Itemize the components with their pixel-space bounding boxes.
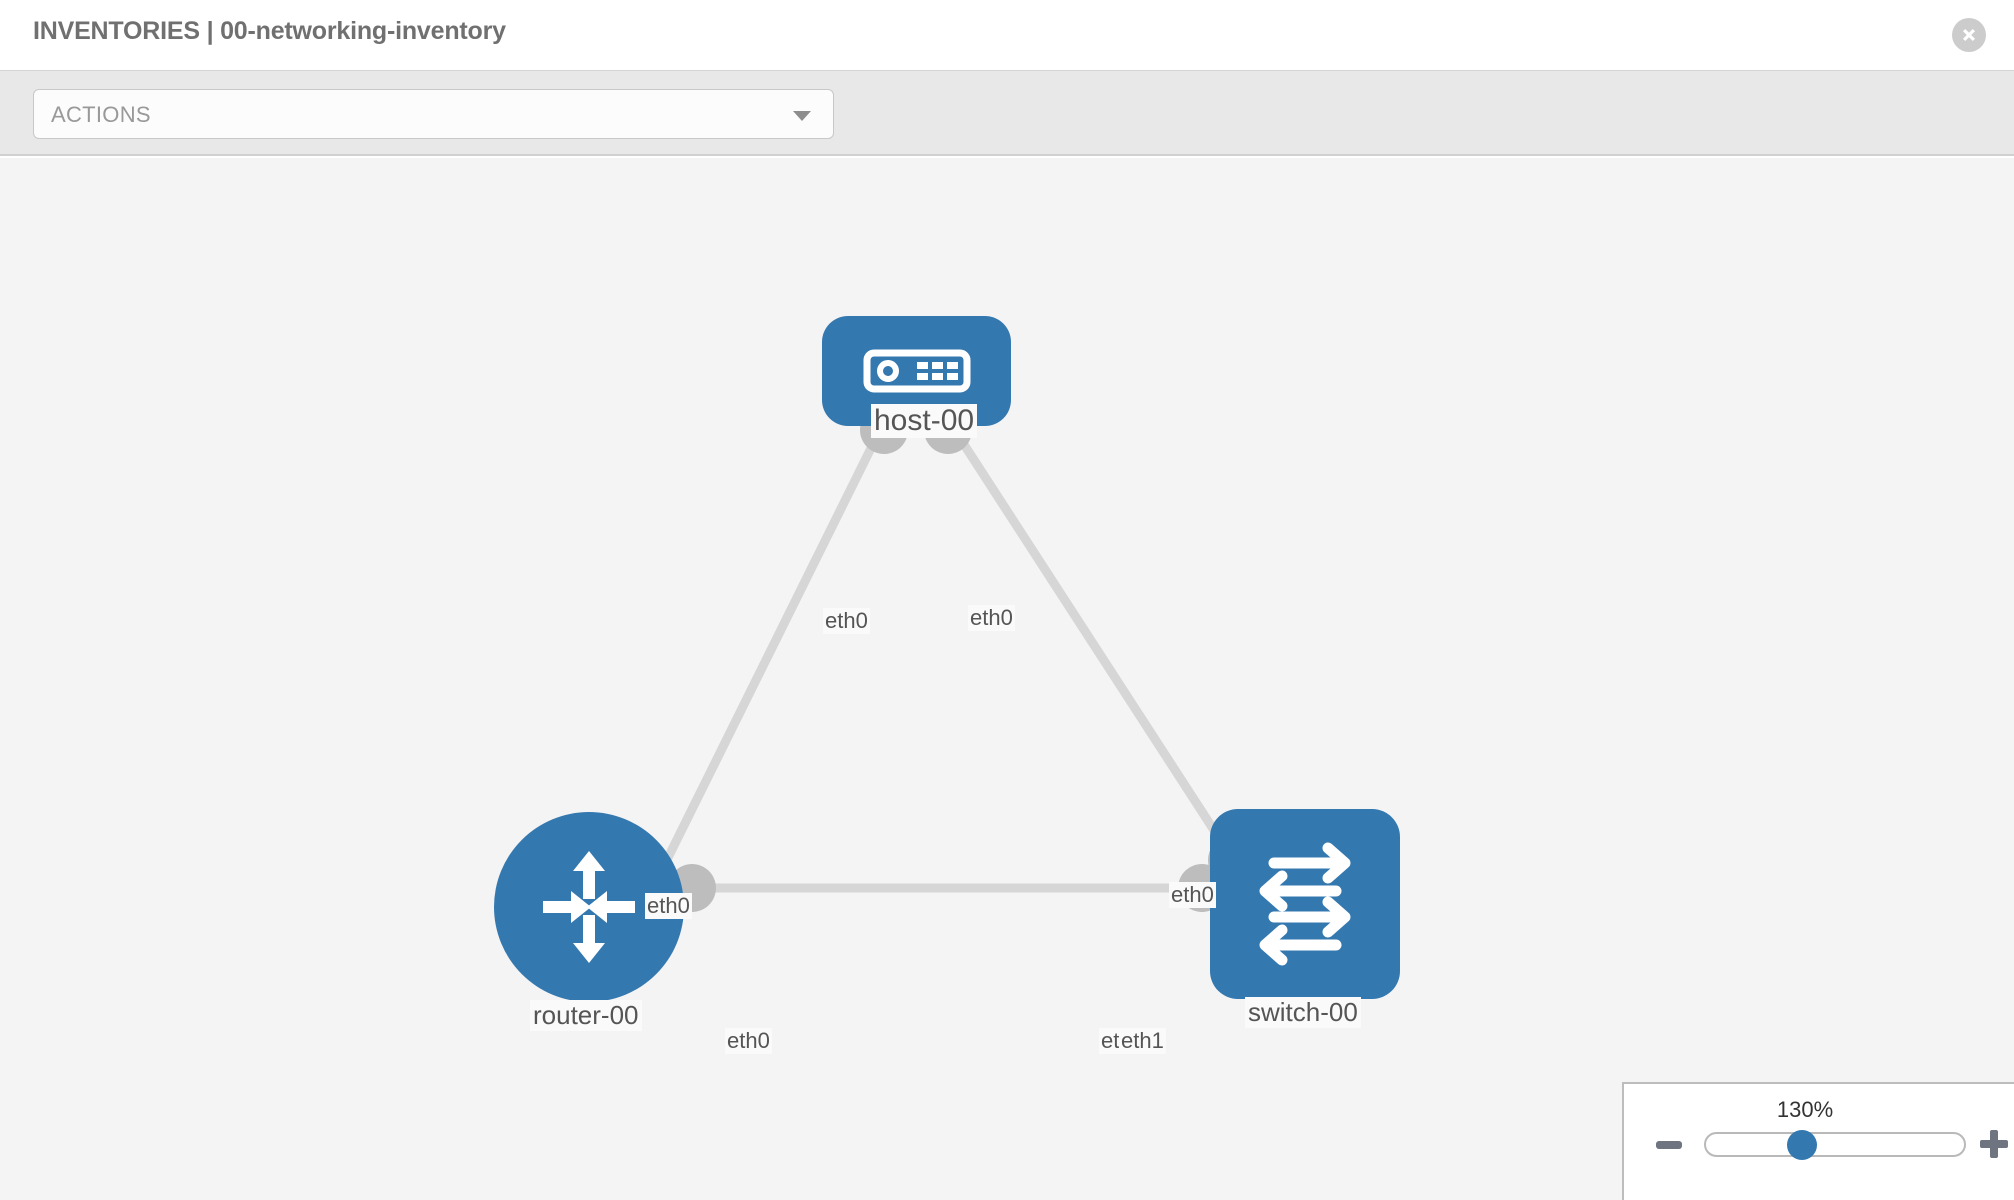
topology-canvas[interactable]: host-00 router-00 [0,158,2014,1200]
iface-label-host-left: eth0 [823,608,870,634]
actions-dropdown-label: ACTIONS [51,102,151,127]
iface-label-switch-left-b: eth1 [1119,1028,1166,1054]
zoom-level-value: 130% [1776,1097,1834,1122]
iface-label-router-right: eth0 [725,1028,772,1054]
close-icon[interactable] [1952,18,1986,52]
node-switch-00-shape[interactable] [1210,809,1400,999]
node-router-00-label: router-00 [530,1000,642,1031]
page-title: INVENTORIES | 00-networking-inventory [33,17,506,45]
page-header: INVENTORIES | 00-networking-inventory [0,0,2014,70]
actions-dropdown[interactable]: ACTIONS [33,89,834,139]
iface-label-host-right: eth0 [968,605,1015,631]
iface-label-switch-up: eth0 [1169,882,1216,908]
node-switch-00-label: switch-00 [1245,997,1361,1028]
zoom-control-panel: 130% [1622,1082,2014,1200]
iface-label-router-up: eth0 [645,893,692,919]
router-arrows-icon [543,851,635,963]
plus-icon[interactable] [1980,1130,2008,1158]
toolbar: ACTIONS SEARCH [0,70,2014,208]
zoom-slider-track[interactable] [1704,1132,1966,1157]
topology-graph [643,406,1256,912]
minus-icon[interactable] [1656,1141,1682,1149]
node-host-00-label: host-00 [871,404,978,438]
link-host-router [643,424,887,900]
zoom-slider-thumb[interactable] [1787,1130,1817,1160]
link-host-switch [948,423,1236,861]
switch-arrows-icon [1259,842,1351,966]
chevron-down-icon [793,111,811,121]
server-icon [863,349,970,393]
